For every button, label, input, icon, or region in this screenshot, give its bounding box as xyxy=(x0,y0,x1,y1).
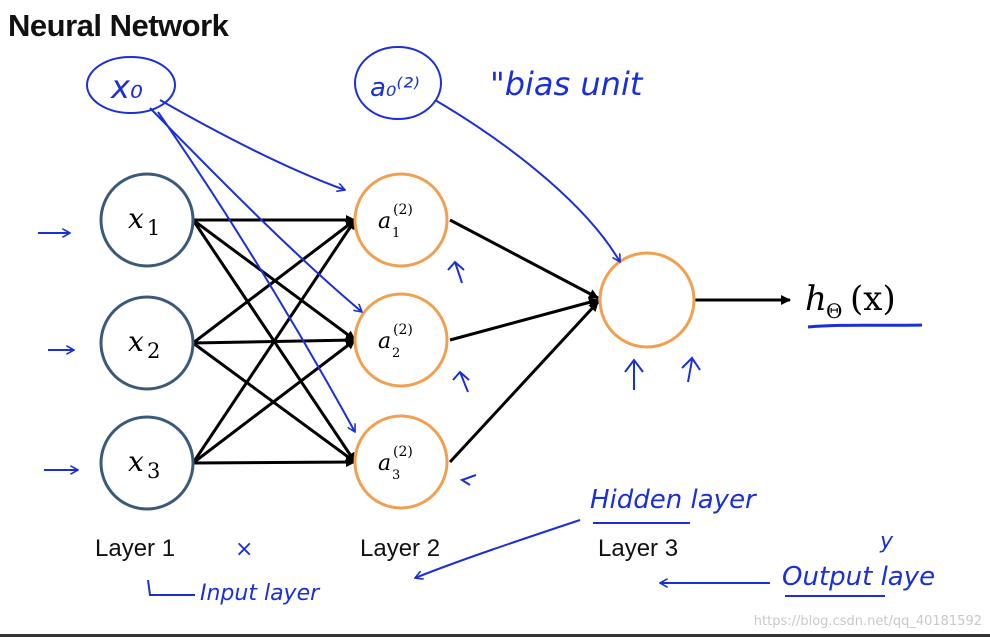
page-title: Neural Network xyxy=(8,8,229,43)
x-mark-text: × xyxy=(235,537,253,562)
output-layer-text: Output laye xyxy=(782,562,935,592)
hidden-node-a3-var: a xyxy=(378,451,391,476)
up-arrow-output1 xyxy=(624,358,644,390)
output-node xyxy=(598,251,696,349)
input-node-x2-var: x xyxy=(128,325,144,358)
layer-3-label: Layer 3 xyxy=(598,535,679,562)
layer-2-label: Layer 2 xyxy=(360,535,441,562)
output-sub: Θ xyxy=(826,299,842,323)
up-arrow-hidden2 xyxy=(452,370,470,393)
output-underline xyxy=(807,323,923,329)
bias-a0-circle xyxy=(354,46,442,120)
watermark: https://blog.csdn.net/qq_40181592 xyxy=(753,614,982,629)
hidden-node-a3-sub: 3 xyxy=(392,468,400,483)
edges-layer2-to-layer3 xyxy=(448,218,791,464)
bias-a0-text: a₀⁽²⁾ xyxy=(370,73,420,103)
bottom-divider xyxy=(0,634,990,637)
hidden-node-a1-var: a xyxy=(378,209,391,234)
output-arg: (x) xyxy=(850,279,896,319)
edges-layer1-to-layer2 xyxy=(191,215,357,468)
hidden-node-a1-sup: (2) xyxy=(393,202,413,218)
hidden-layer-text: Hidden layer xyxy=(590,485,758,515)
input-nodes: x 1 x 2 x 3 xyxy=(99,172,195,511)
y-mark-text: y xyxy=(879,529,894,554)
hidden-node-a1-sub: 1 xyxy=(392,226,400,241)
left-arrow-hidden3 xyxy=(459,474,477,486)
bias-x0-text: x₀ xyxy=(110,68,143,106)
output-label: h Θ (x) xyxy=(805,279,923,329)
bias-unit-text: "bias unit xyxy=(490,65,644,103)
input-node-x3-sub: 3 xyxy=(147,459,160,483)
hidden-node-a3-sup: (2) xyxy=(393,444,413,460)
input-node-x3-var: x xyxy=(128,445,144,478)
hidden-node-a2-var: a xyxy=(378,329,391,354)
input-node-x1-sub: 1 xyxy=(147,216,160,240)
hidden-node-a2-sub: 2 xyxy=(392,346,400,361)
output-func: h xyxy=(805,279,827,319)
hidden-node-a2-sup: (2) xyxy=(393,322,413,338)
hidden-nodes: a 1 (2) a 2 (2) a 3 (2) xyxy=(353,172,449,510)
up-arrow-hidden1 xyxy=(447,260,465,284)
handwritten-annotations xyxy=(38,46,885,597)
input-node-x2-sub: 2 xyxy=(147,339,160,363)
input-node-x1-var: x xyxy=(128,202,144,235)
bias-x0-circle xyxy=(86,56,176,114)
input-layer-text: Input layer xyxy=(200,581,321,606)
up-arrow-output2 xyxy=(681,356,701,383)
layer-1-label: Layer 1 xyxy=(95,535,176,562)
